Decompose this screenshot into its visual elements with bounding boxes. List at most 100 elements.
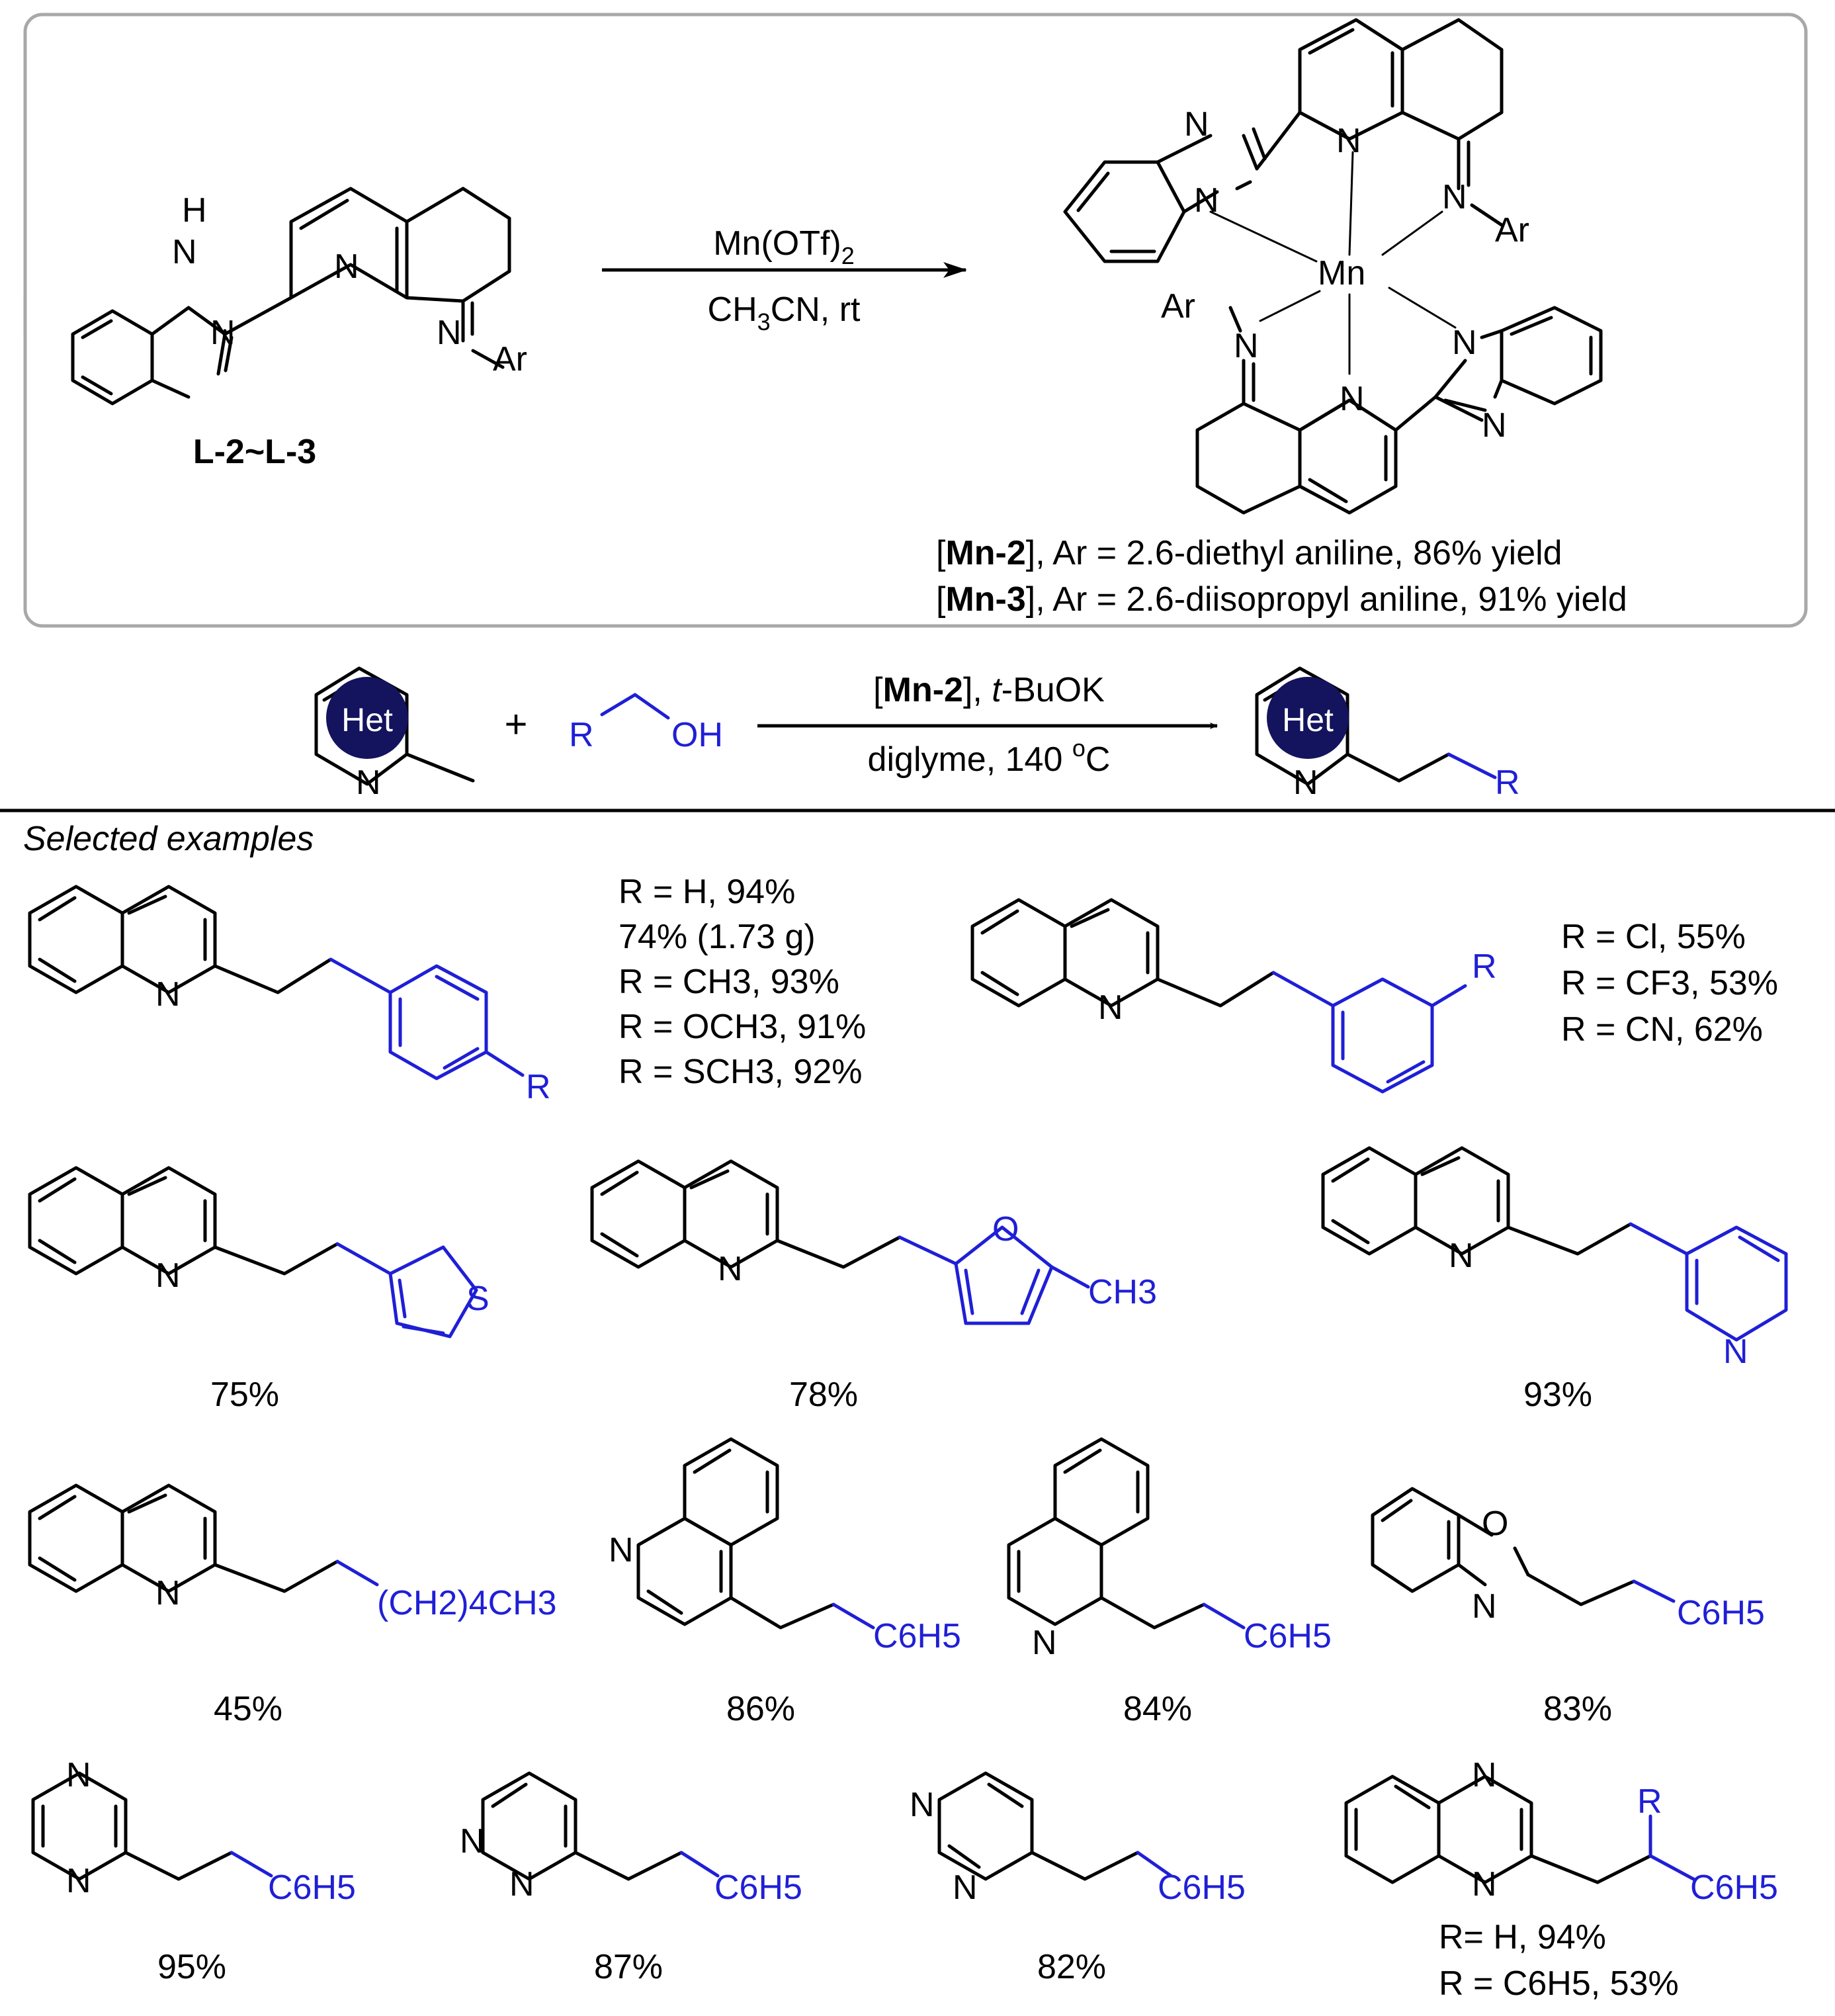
svg-text:O: O bbox=[1482, 1505, 1508, 1543]
het-label: Het bbox=[341, 701, 393, 738]
quinoline4-structure: N C6H5 bbox=[609, 1437, 961, 1655]
pyrimidine-yield: 82% bbox=[1037, 1948, 1106, 1986]
product-het-structure: Het N R bbox=[1255, 666, 1520, 802]
ligand-n-imine-label: N bbox=[437, 314, 462, 352]
product-n-label: N bbox=[1293, 764, 1318, 802]
svg-text:S: S bbox=[466, 1280, 490, 1318]
top-box bbox=[23, 13, 1808, 628]
svg-text:R = CN, 62%: R = CN, 62% bbox=[1561, 1010, 1763, 1049]
svg-text:R = Cl, 55%: R = Cl, 55% bbox=[1561, 918, 1746, 956]
furan-yield: 78% bbox=[789, 1376, 858, 1414]
ligand-ar-label: Ar bbox=[493, 340, 527, 378]
substrate-n-label: N bbox=[356, 764, 381, 802]
ligand-structure bbox=[71, 187, 511, 406]
complex-n5-label: N bbox=[1234, 327, 1259, 365]
alcohol-oh-label: OH bbox=[671, 716, 723, 754]
pyrazine-structure: N N C6H5 bbox=[31, 1756, 356, 1907]
svg-text:N: N bbox=[509, 1865, 534, 1904]
result-mn2: [Mn-2], Ar = 2.6-diethyl aniline, 86% yi… bbox=[936, 534, 1562, 572]
catalyst-label: [Mn-2], t-BuOK bbox=[873, 671, 1105, 709]
ligand-label: L-2~L-3 bbox=[193, 433, 316, 471]
pyridazine-structure: N N C6H5 bbox=[460, 1771, 802, 1907]
svg-text:N: N bbox=[66, 1862, 91, 1900]
isoquinoline-structure: N C6H5 bbox=[1007, 1437, 1332, 1662]
pyridazine-yield: 87% bbox=[594, 1948, 663, 1986]
octyl-chain-label: (CH2)4CH3 bbox=[377, 1584, 557, 1622]
ligand-n-imidazole-label: N bbox=[210, 314, 235, 352]
quinoxaline-yield-2: R = C6H5, 53% bbox=[1439, 1964, 1679, 2003]
section-title: Selected examples bbox=[23, 820, 314, 858]
linker-octyl bbox=[213, 1559, 339, 1593]
benzoxazole-phenyl-label: C6H5 bbox=[1677, 1594, 1765, 1632]
pyrazine-phenyl-label: C6H5 bbox=[268, 1868, 356, 1907]
complex-metal-label: Mn bbox=[1318, 254, 1365, 292]
svg-text:N: N bbox=[609, 1531, 634, 1569]
het-label-product: Het bbox=[1282, 701, 1334, 738]
complex-n8-label: N bbox=[1482, 406, 1507, 445]
complex-n6-label: N bbox=[1340, 380, 1365, 418]
thiophene-ring: S bbox=[335, 1242, 490, 1338]
complex-ar-upper-label: Ar bbox=[1495, 211, 1529, 249]
conditions-label: diglyme, 140 oC bbox=[868, 734, 1111, 779]
svg-text:R: R bbox=[526, 1068, 551, 1106]
para-yield-list: R = H, 94% 74% (1.73 g) R = CH3, 93% R =… bbox=[619, 873, 866, 1091]
svg-text:N: N bbox=[1032, 1624, 1057, 1662]
solvent-label: CH3CN, rt bbox=[708, 290, 861, 335]
svg-text:N: N bbox=[66, 1756, 91, 1794]
svg-text:R = H, 94%: R = H, 94% bbox=[619, 873, 795, 911]
benzoxazole-yield: 83% bbox=[1543, 1690, 1612, 1728]
meta-yield-list: R = Cl, 55% R = CF3, 53% R = CN, 62% bbox=[1561, 918, 1778, 1049]
het-circle bbox=[326, 677, 408, 759]
quinoline-pyridyl-core bbox=[1323, 1148, 1508, 1275]
linker-pyridyl bbox=[1506, 1222, 1633, 1256]
q4-phenyl-label: C6H5 bbox=[873, 1617, 961, 1655]
svg-text:N: N bbox=[1472, 1756, 1497, 1794]
linker-thiophene bbox=[213, 1242, 339, 1276]
svg-text:N: N bbox=[953, 1868, 978, 1907]
furan-methyl-label: CH3 bbox=[1088, 1273, 1157, 1311]
substrate-het-structure: Het N bbox=[314, 666, 475, 802]
linker-para bbox=[213, 957, 333, 994]
quinoxaline-r-label: R bbox=[1637, 1782, 1662, 1821]
aryl-para-ring: R bbox=[329, 957, 551, 1106]
svg-text:N: N bbox=[1472, 1865, 1497, 1904]
pyridazine-phenyl-label: C6H5 bbox=[714, 1868, 802, 1907]
result-mn3: [Mn-3], Ar = 2.6-diisopropyl aniline, 91… bbox=[936, 580, 1627, 619]
complex-ar-lower-label: Ar bbox=[1161, 287, 1195, 326]
svg-text:N: N bbox=[1472, 1587, 1497, 1626]
pyrimidine-structure: N N C6H5 bbox=[910, 1771, 1246, 1907]
pyrazine-yield: 95% bbox=[157, 1948, 226, 1986]
svg-text:74% (1.73 g): 74% (1.73 g) bbox=[619, 918, 816, 956]
complex-n2-label: N bbox=[1194, 181, 1219, 220]
aryl-meta-ring: R bbox=[1271, 947, 1497, 1094]
quinoxaline-structure: N N R C6H5 bbox=[1344, 1756, 1778, 1907]
svg-text:O: O bbox=[992, 1210, 1019, 1249]
quinoline4-yield: 86% bbox=[726, 1690, 795, 1728]
octyl-bond bbox=[335, 1559, 379, 1587]
ligand-h-label: H bbox=[182, 191, 207, 230]
pyrimidine-phenyl-label: C6H5 bbox=[1158, 1868, 1246, 1907]
complex-n1-label: N bbox=[1184, 105, 1209, 144]
complex-n3-label: N bbox=[1336, 122, 1361, 160]
ligand-n-pyridine-label: N bbox=[334, 247, 359, 286]
complex-n4-label: N bbox=[1442, 178, 1467, 216]
octyl-yield: 45% bbox=[214, 1690, 282, 1728]
mn-complex-structure bbox=[1063, 18, 1603, 515]
svg-text:N: N bbox=[460, 1822, 485, 1861]
quinoxaline-phenyl-label: C6H5 bbox=[1690, 1868, 1778, 1907]
het-circle-product bbox=[1267, 677, 1349, 759]
alcohol-r-label: R bbox=[569, 716, 594, 754]
product-r-label: R bbox=[1495, 764, 1520, 802]
pyridyl-yield: 93% bbox=[1523, 1376, 1592, 1414]
plus-sign: + bbox=[504, 702, 527, 746]
linker-meta bbox=[1156, 971, 1275, 1008]
isoquinoline-yield: 84% bbox=[1123, 1690, 1192, 1728]
quinoline-thiophene-core bbox=[30, 1168, 215, 1295]
complex-n7-label: N bbox=[1452, 324, 1477, 362]
svg-text:N: N bbox=[1723, 1333, 1748, 1371]
svg-text:R = CF3, 53%: R = CF3, 53% bbox=[1561, 964, 1778, 1002]
pyridine-ring: N bbox=[1629, 1222, 1788, 1371]
thiophene-yield: 75% bbox=[210, 1376, 279, 1414]
quinoline-octyl-core bbox=[30, 1485, 215, 1612]
